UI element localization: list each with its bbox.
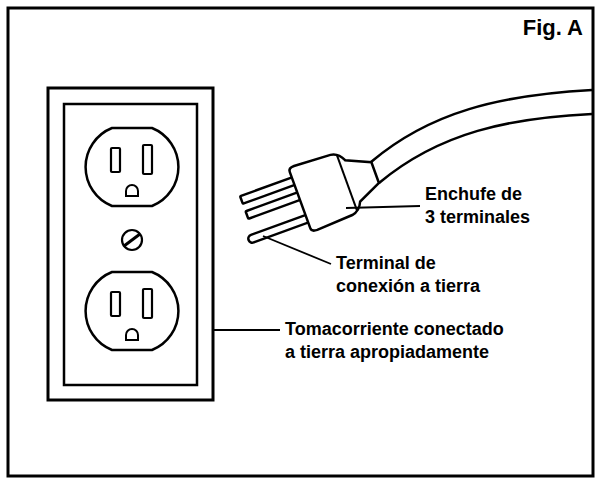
figure-title: Fig. A bbox=[523, 14, 583, 43]
outlet-label: Tomacorriente conectado a tierra apropia… bbox=[285, 318, 506, 365]
figure-frame bbox=[8, 8, 593, 476]
outlet-symbol bbox=[48, 88, 213, 400]
power-cord bbox=[371, 90, 592, 183]
plug-symbol bbox=[230, 141, 387, 253]
ground-pin-label: Terminal de conexión a tierra bbox=[336, 252, 483, 299]
plug-label: Enchufe de 3 terminales bbox=[425, 183, 533, 230]
